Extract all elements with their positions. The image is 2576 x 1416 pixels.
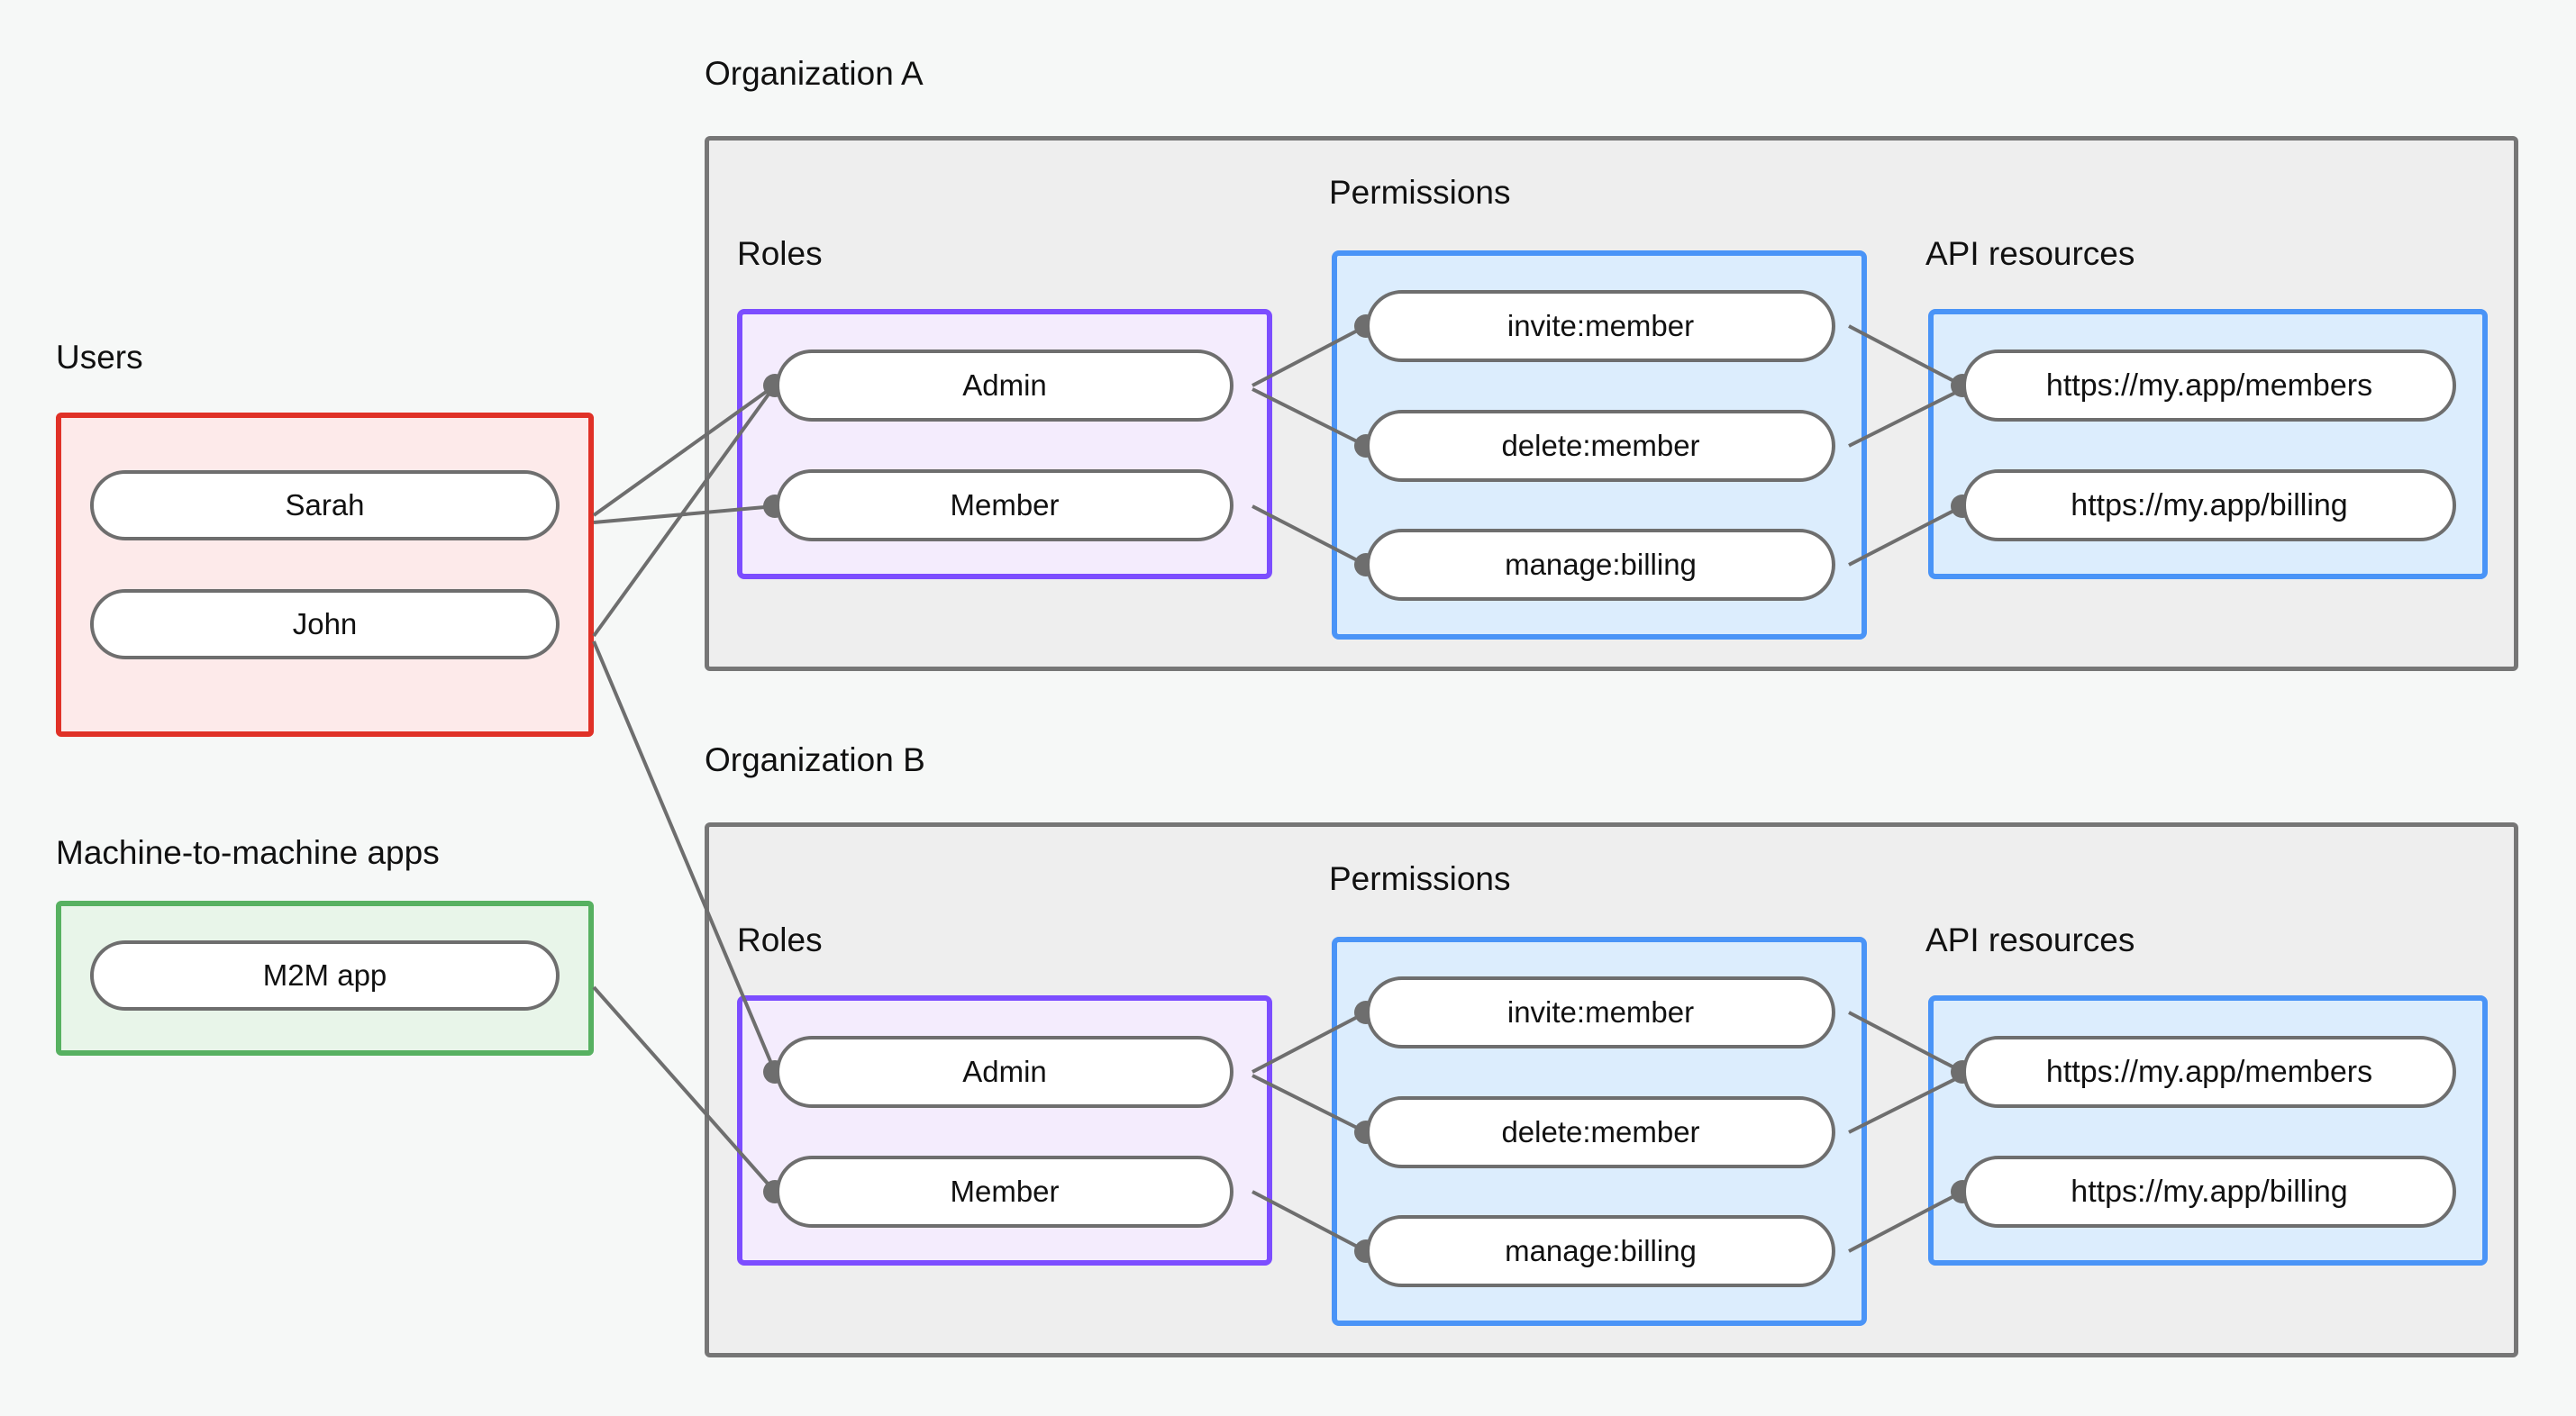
node-label: https://my.app/members bbox=[2045, 368, 2373, 403]
org-a-resource-billing[interactable]: https://my.app/billing bbox=[1962, 469, 2456, 541]
org-a-roles-title: Roles bbox=[737, 235, 823, 272]
org-b-resources-title: API resources bbox=[1925, 921, 2135, 958]
node-label: Admin bbox=[962, 368, 1047, 402]
node-label: Sarah bbox=[285, 488, 365, 522]
org-b-resource-billing[interactable]: https://my.app/billing bbox=[1962, 1156, 2456, 1228]
node-label: Member bbox=[950, 1175, 1060, 1208]
org-a-permission-invite-member[interactable]: invite:member bbox=[1366, 290, 1835, 362]
node-user-sarah[interactable]: Sarah bbox=[90, 470, 560, 540]
org-a-permission-delete-member[interactable]: delete:member bbox=[1366, 410, 1835, 482]
org-b-role-admin[interactable]: Admin bbox=[776, 1036, 1233, 1108]
node-label: Member bbox=[950, 488, 1060, 522]
node-label: https://my.app/billing bbox=[2071, 1174, 2348, 1209]
users-group-title: Users bbox=[56, 339, 143, 376]
node-label: https://my.app/members bbox=[2045, 1054, 2373, 1089]
org-a-resource-members[interactable]: https://my.app/members bbox=[1962, 349, 2456, 422]
org-a-role-member[interactable]: Member bbox=[776, 469, 1233, 541]
org-a-permission-manage-billing[interactable]: manage:billing bbox=[1366, 529, 1835, 601]
org-a-role-admin[interactable]: Admin bbox=[776, 349, 1233, 422]
m2m-group-title: Machine-to-machine apps bbox=[56, 834, 440, 871]
node-label: delete:member bbox=[1501, 429, 1700, 462]
org-b-roles-title: Roles bbox=[737, 921, 823, 958]
org-b-permissions-title: Permissions bbox=[1329, 860, 1511, 897]
users-panel bbox=[56, 413, 594, 737]
node-label: manage:billing bbox=[1505, 1234, 1697, 1267]
node-label: invite:member bbox=[1506, 995, 1695, 1029]
org-b-resource-members[interactable]: https://my.app/members bbox=[1962, 1036, 2456, 1108]
node-user-john[interactable]: John bbox=[90, 589, 560, 659]
node-label: Admin bbox=[962, 1055, 1047, 1088]
node-label: delete:member bbox=[1501, 1115, 1700, 1148]
node-m2m-app[interactable]: M2M app bbox=[90, 940, 560, 1011]
org-a-resources-title: API resources bbox=[1925, 235, 2135, 272]
node-label: https://my.app/billing bbox=[2071, 487, 2348, 522]
node-label: M2M app bbox=[262, 958, 387, 992]
org-a-title: Organization A bbox=[705, 55, 924, 92]
org-b-permission-manage-billing[interactable]: manage:billing bbox=[1366, 1215, 1835, 1287]
node-label: invite:member bbox=[1506, 309, 1695, 342]
org-a-permissions-title: Permissions bbox=[1329, 174, 1511, 211]
org-b-role-member[interactable]: Member bbox=[776, 1156, 1233, 1228]
org-b-permission-delete-member[interactable]: delete:member bbox=[1366, 1096, 1835, 1168]
org-b-permission-invite-member[interactable]: invite:member bbox=[1366, 976, 1835, 1048]
node-label: John bbox=[292, 607, 358, 640]
org-b-title: Organization B bbox=[705, 741, 925, 778]
node-label: manage:billing bbox=[1505, 548, 1697, 581]
